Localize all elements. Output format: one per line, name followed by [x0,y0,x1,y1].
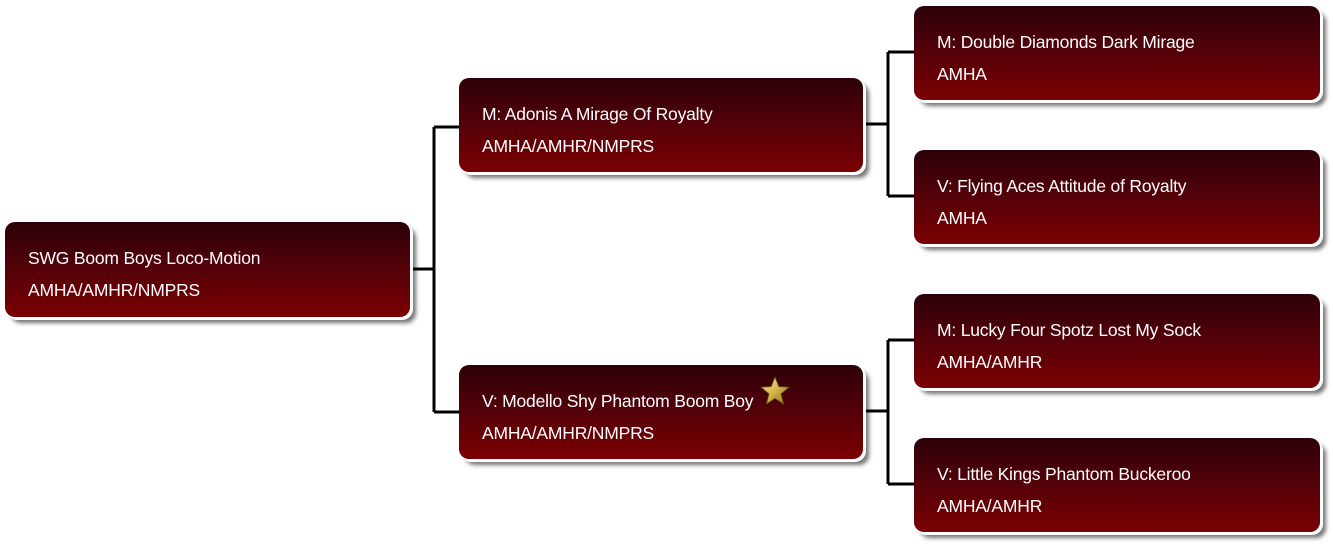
star-icon [760,376,790,405]
pedigree-node-dam[interactable]: V: Modello Shy Phantom Boom Boy AMHA/AMH… [459,365,863,459]
horse-registry: AMHA/AMHR/NMPRS [482,136,655,156]
pedigree-node-sire-dam[interactable]: V: Flying Aces Attitude of Royalty AMHA [914,150,1320,244]
pedigree-node-dam-dam[interactable]: V: Little Kings Phantom Buckeroo AMHA/AM… [914,438,1320,532]
pedigree-node-sire-sire[interactable]: M: Double Diamonds Dark Mirage AMHA [914,6,1320,100]
horse-registry: AMHA/AMHR [937,496,1043,516]
horse-name: V: Modello Shy Phantom Boom Boy [482,391,754,411]
horse-name: M: Lucky Four Spotz Lost My Sock [937,320,1201,340]
horse-registry: AMHA [937,208,987,228]
horse-name: M: Adonis A Mirage Of Royalty [482,104,713,124]
pedigree-node-sire[interactable]: M: Adonis A Mirage Of Royalty AMHA/AMHR/… [459,78,863,172]
horse-name: M: Double Diamonds Dark Mirage [937,32,1195,52]
horse-name: V: Little Kings Phantom Buckeroo [937,464,1191,484]
horse-registry: AMHA [937,64,987,84]
horse-registry: AMHA/AMHR/NMPRS [482,423,655,443]
horse-name: SWG Boom Boys Loco-Motion [28,248,261,268]
horse-registry: AMHA/AMHR [937,352,1043,372]
pedigree-node-root[interactable]: SWG Boom Boys Loco-Motion AMHA/AMHR/NMPR… [5,222,410,317]
horse-registry: AMHA/AMHR/NMPRS [28,280,201,300]
pedigree-node-dam-sire[interactable]: M: Lucky Four Spotz Lost My Sock AMHA/AM… [914,294,1320,388]
horse-name: V: Flying Aces Attitude of Royalty [937,176,1187,196]
